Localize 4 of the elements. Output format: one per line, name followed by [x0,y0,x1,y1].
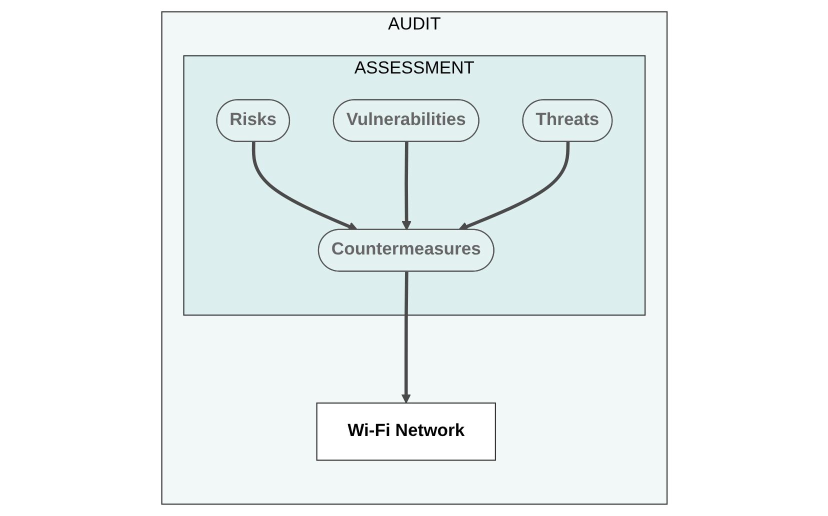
arrow [251,142,358,231]
node-box: Wi-Fi Network [316,402,496,461]
arrow [400,272,411,404]
arrow [401,142,411,230]
